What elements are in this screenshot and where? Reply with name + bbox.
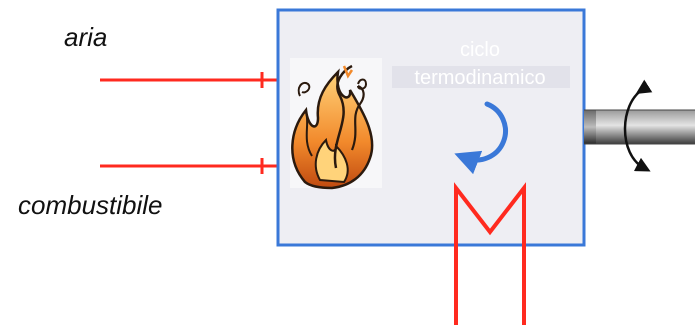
air-label: aria <box>64 22 107 52</box>
rotation-arrow-icon <box>623 79 653 172</box>
cycle-label-backdrop <box>392 66 570 88</box>
fuel-label: combustibile <box>18 190 163 220</box>
flame-icon <box>290 58 382 190</box>
rotating-shaft-icon <box>584 109 695 145</box>
heat-exchanger-icon <box>454 182 526 325</box>
cycle-label-line2: termodinamico <box>414 67 545 89</box>
circular-arrow-icon <box>454 101 508 175</box>
fuel-inlet-line <box>100 158 288 174</box>
cycle-label-line1: ciclo <box>460 39 500 61</box>
air-inlet-line <box>100 72 288 88</box>
